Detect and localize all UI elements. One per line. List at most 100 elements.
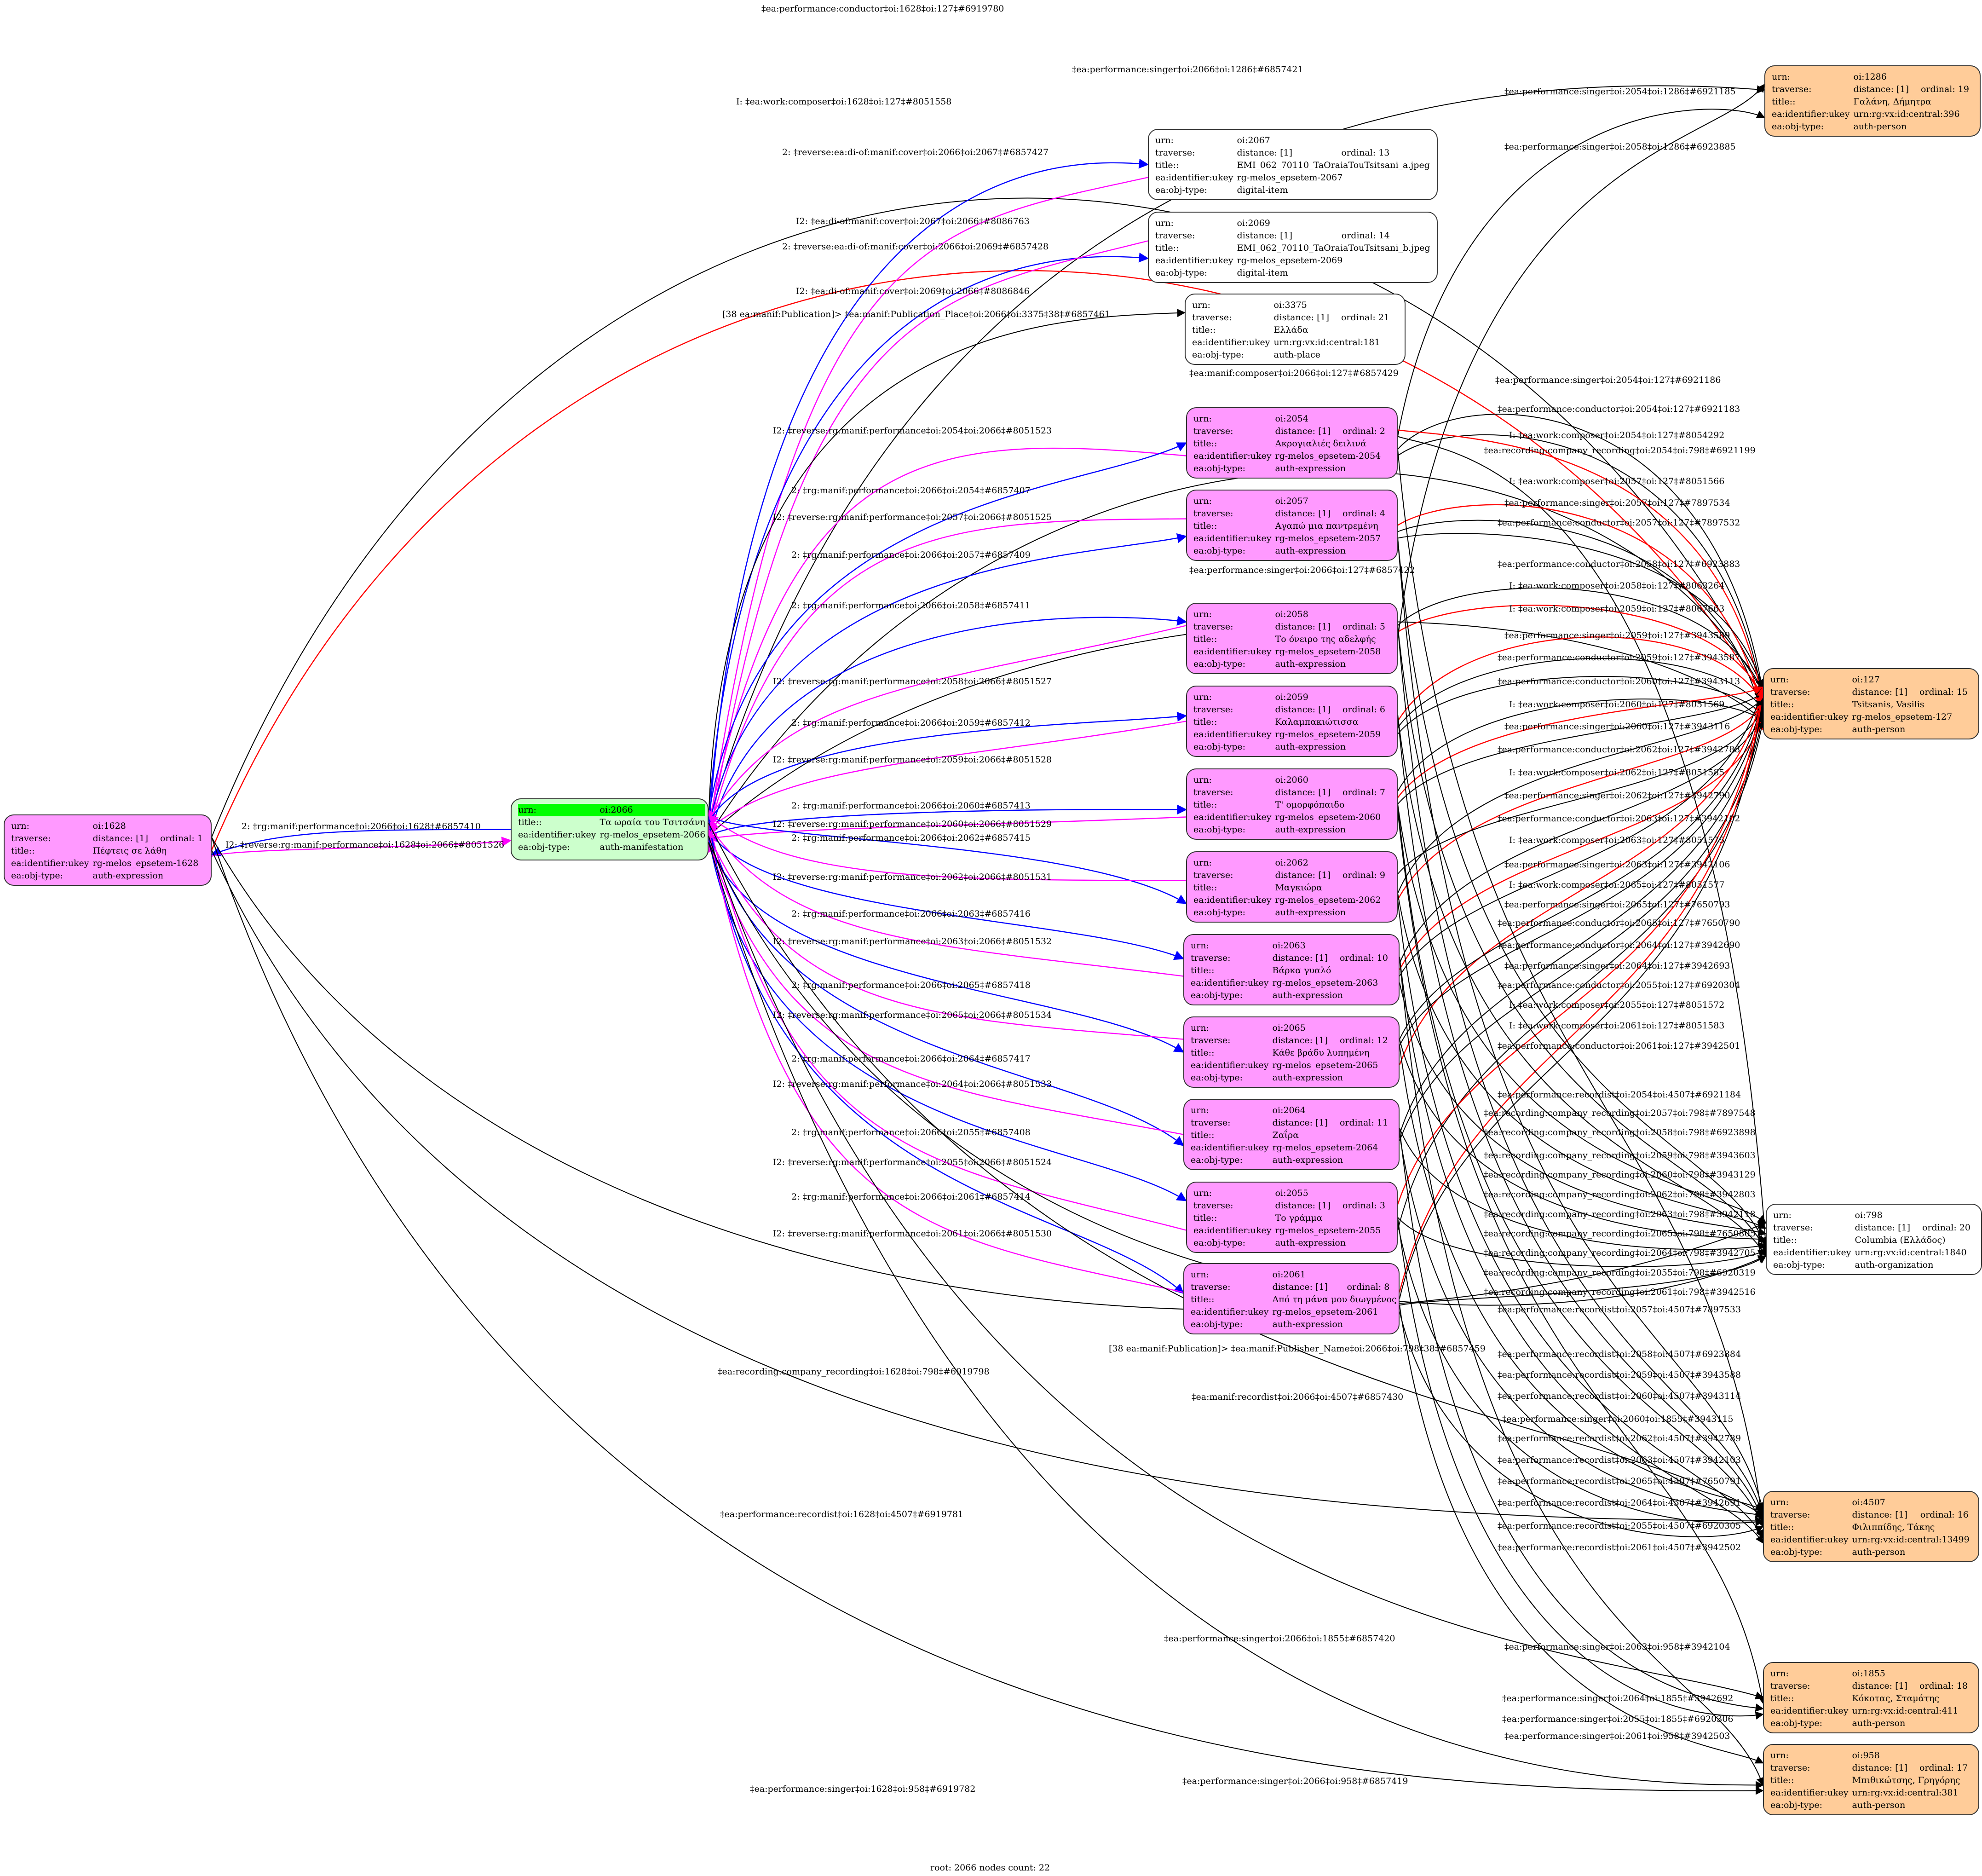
node-type: auth-expression — [1275, 1238, 1346, 1248]
field-label-title: title:: — [1193, 1213, 1217, 1223]
edge-label: ‡ea:performance:singer‡oi:2063‡oi:958‡#3… — [1504, 1642, 1730, 1652]
edge-other — [1397, 109, 1765, 437]
edge-label: 2: ‡rg:manif:performance‡oi:2066‡oi:2061… — [791, 1192, 1031, 1202]
field-label-type: ea:obj-type: — [1772, 121, 1824, 132]
edge-other — [211, 837, 1764, 1795]
node-distance: distance: [1] — [1272, 953, 1328, 963]
edge-other — [1397, 84, 1765, 639]
edge-label: I2: ‡reverse:rg:manif:performance‡oi:206… — [773, 936, 1052, 947]
edge-label: ‡ea:recording:company_recording‡oi:2061‡… — [1484, 1287, 1756, 1297]
node-title: Καλαμπακιώτισσα — [1275, 717, 1359, 727]
edge-label: I: ‡ea:work:composer‡oi:2058‡oi:127‡#806… — [1509, 581, 1725, 591]
field-label-type: ea:obj-type: — [1770, 1718, 1823, 1728]
edge-label: I: ‡ea:work:composer‡oi:2054‡oi:127‡#805… — [1509, 430, 1725, 440]
edge-other — [708, 309, 1186, 830]
node-urn: oi:127 — [1852, 675, 1880, 685]
edge-label: ‡ea:recording:company_recording‡oi:2058‡… — [1484, 1127, 1756, 1137]
node-distance: distance: [1] — [1275, 426, 1331, 436]
field-label-urn: urn: — [1193, 496, 1212, 506]
field-label-type: ea:obj-type: — [1193, 1238, 1246, 1248]
node-urn: oi:1855 — [1852, 1668, 1885, 1679]
field-label-traverse: traverse: — [1193, 508, 1233, 519]
edge-reverse — [705, 828, 1184, 1293]
field-label-urn: urn: — [11, 821, 29, 831]
node-ordinal: ordinal: 14 — [1341, 231, 1390, 241]
edge-other — [1397, 715, 1765, 1522]
field-label-ukey: ea:identifier:ukey — [1770, 1535, 1849, 1545]
edge-label: ‡ea:performance:singer‡oi:2062‡oi:127‡#3… — [1504, 791, 1730, 801]
field-label-ukey: ea:identifier:ukey — [1193, 812, 1272, 822]
field-label-urn: urn: — [1193, 692, 1212, 702]
edge-label: ‡ea:recording:company_recording‡oi:1628‡… — [718, 1367, 990, 1377]
node-type: auth-expression — [1275, 546, 1346, 556]
node-ukey: urn:rg:vx:id:central:181 — [1273, 337, 1380, 347]
field-label-ukey: ea:identifier:ukey — [1773, 1247, 1851, 1258]
field-label-urn: urn: — [1193, 858, 1212, 868]
edge-label: ‡ea:performance:conductor‡oi:2062‡oi:127… — [1498, 745, 1740, 755]
field-label-urn: urn: — [1191, 1023, 1209, 1033]
edge-reverse — [707, 833, 1184, 1040]
node-title: Τα ωραία του Τσιτσάνη — [599, 817, 705, 827]
field-label-title: title:: — [1773, 1235, 1797, 1245]
field-label-type: ea:obj-type: — [1193, 742, 1246, 752]
field-label-traverse: traverse: — [1191, 953, 1231, 963]
node-title: Κόκοτας, Σταμάτης — [1852, 1693, 1940, 1703]
field-label-type: ea:obj-type: — [1191, 1319, 1243, 1329]
field-label-title: title:: — [1193, 800, 1217, 810]
edge-forward — [708, 252, 1149, 817]
edge-label: ‡ea:performance:recordist‡oi:2061‡oi:450… — [1498, 1542, 1741, 1553]
node-type: auth-expression — [1275, 825, 1346, 835]
edge-label: [38 ea:manif:Publication]> ‡ea:manif:Pub… — [1109, 1344, 1486, 1354]
edge-label: 2: ‡reverse:ea:di-of:manif:cover‡oi:2066… — [782, 147, 1049, 157]
edge-label: ‡ea:performance:recordist‡oi:2060‡oi:450… — [1498, 1391, 1741, 1401]
node-urn: oi:2062 — [1275, 858, 1308, 868]
edge-reverse — [706, 842, 1184, 1135]
edge-label: ‡ea:recording:company_recording‡oi:2063‡… — [1484, 1209, 1756, 1219]
field-label-title: title:: — [1772, 97, 1796, 107]
node-ukey: urn:rg:vx:id:central:396 — [1853, 109, 1960, 119]
node-type: digital-item — [1237, 268, 1288, 278]
node-urn: oi:2064 — [1272, 1105, 1306, 1115]
field-label-urn: urn: — [518, 804, 600, 816]
edge-label: ‡ea:performance:recordist‡oi:2063‡oi:450… — [1498, 1455, 1741, 1465]
field-label-traverse: traverse: — [1191, 1282, 1231, 1292]
node-ukey: rg-melos_epsetem-2066 — [599, 830, 706, 840]
node-type: digital-item — [1237, 185, 1288, 195]
edge-label: I2: ‡reverse:rg:manif:performance‡oi:206… — [773, 819, 1052, 829]
field-label-ukey: ea:identifier:ukey — [1191, 1060, 1269, 1070]
edge-label: ‡ea:performance:singer‡oi:2058‡oi:1286‡#… — [1504, 142, 1736, 152]
edge-label: 2: ‡rg:manif:performance‡oi:2066‡oi:2057… — [791, 550, 1031, 560]
edge-other — [1397, 719, 1766, 1230]
node-ordinal: ordinal: 12 — [1339, 1035, 1389, 1045]
node-title: Κάθε βράδυ λυπημένη — [1272, 1048, 1370, 1058]
edge-reverse — [705, 819, 1187, 1231]
node-type: auth-person — [1852, 1800, 1906, 1810]
node-urn: oi:2061 — [1272, 1270, 1306, 1280]
edge-label: ‡ea:recording:company_recording‡oi:2054‡… — [1484, 445, 1756, 456]
edge-label: I2: ‡reverse:rg:manif:performance‡oi:205… — [773, 512, 1052, 522]
edge-other — [1399, 708, 1766, 1135]
